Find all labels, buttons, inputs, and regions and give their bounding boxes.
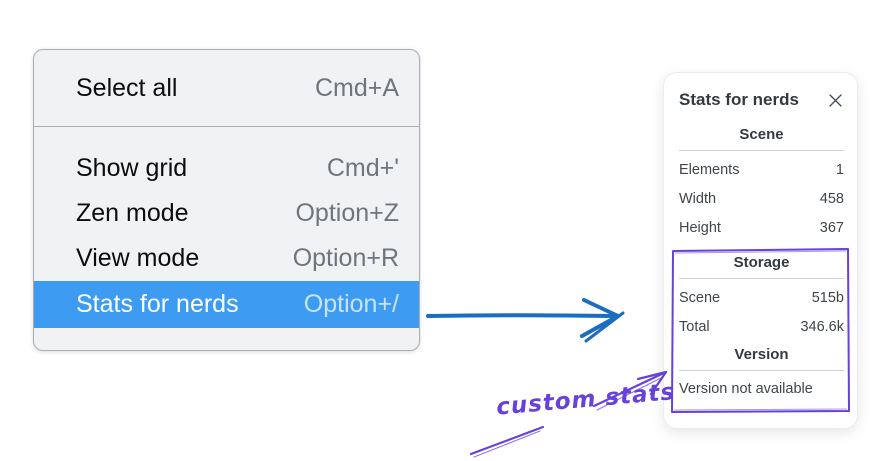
menu-item-label: Show grid [76, 154, 188, 182]
scene-rows: Elements 1 Width 458 Height 367 [679, 155, 844, 242]
divider [679, 150, 844, 151]
stat-label: Total [679, 318, 710, 335]
storage-rows: Scene 515b Total 346.6k [679, 283, 844, 341]
menu-separator [34, 126, 419, 127]
stat-value: 458 [819, 190, 844, 207]
annotation-arrow-icon [469, 370, 668, 458]
menu-group: Show grid Cmd+' Zen mode Option+Z View m… [34, 127, 419, 328]
menu-item-label: View mode [76, 244, 200, 272]
stat-label: Width [679, 190, 717, 207]
menu-item-select-all[interactable]: Select all Cmd+A [34, 50, 419, 126]
annotation-custom-stats: custom stats [495, 379, 677, 421]
close-icon[interactable] [826, 91, 844, 109]
divider [679, 370, 844, 371]
menu-item-shortcut: Option+Z [295, 199, 399, 227]
stat-row-total-storage: Total 346.6k [679, 312, 844, 341]
stat-value: 346.6k [800, 318, 844, 335]
stat-row-height: Height 367 [679, 213, 844, 242]
section-heading-storage: Storage [733, 254, 790, 271]
stat-value: 1 [835, 161, 844, 178]
stat-row-scene-storage: Scene 515b [679, 283, 844, 312]
version-message: Version not available [679, 381, 813, 397]
menu-item-shortcut: Option+R [292, 244, 399, 272]
stat-value: 367 [819, 219, 844, 236]
menu-item-show-grid[interactable]: Show grid Cmd+' [34, 146, 419, 191]
menu-item-shortcut: Cmd+' [326, 154, 399, 182]
flow-arrow-icon [426, 298, 625, 343]
stat-row-width: Width 458 [679, 184, 844, 213]
menu-item-zen-mode[interactable]: Zen mode Option+Z [34, 191, 419, 236]
menu-item-shortcut: Cmd+A [314, 73, 399, 102]
menu-item-label: Zen mode [76, 199, 189, 227]
menu-item-label: Select all [76, 73, 178, 102]
divider [679, 278, 844, 279]
menu-item-shortcut: Option+/ [303, 290, 399, 318]
stat-label: Elements [679, 161, 740, 178]
panel-header: Stats for nerds [679, 90, 844, 110]
section-heading-version: Version [734, 346, 789, 363]
stat-label: Scene [679, 289, 721, 306]
stat-label: Height [679, 219, 721, 236]
stat-row-elements: Elements 1 [679, 155, 844, 184]
menu-item-view-mode[interactable]: View mode Option+R [34, 236, 419, 281]
menu-item-label: Stats for nerds [76, 290, 239, 318]
section-heading-scene: Scene [739, 126, 784, 143]
menu-item-stats-for-nerds[interactable]: Stats for nerds Option+/ [34, 281, 419, 328]
stat-value: 515b [811, 289, 844, 306]
panel-title: Stats for nerds [679, 90, 799, 109]
context-menu: Select all Cmd+A Show grid Cmd+' Zen mod… [33, 49, 420, 351]
stats-for-nerds-panel: Stats for nerds Scene Elements 1 Width 4… [663, 72, 858, 429]
